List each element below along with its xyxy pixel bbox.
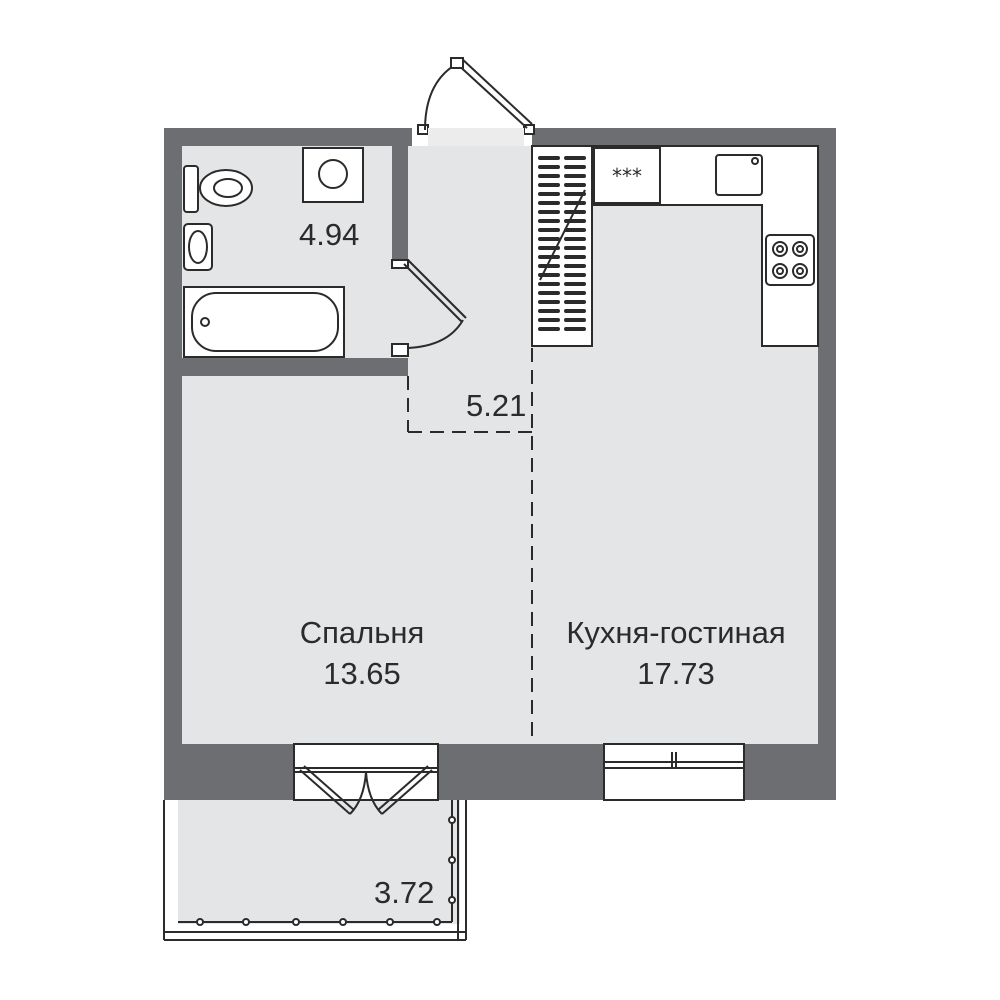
kitchen-counter: *** [591,145,819,347]
entrance-door-icon [417,57,535,135]
walls [164,128,836,800]
balcony-floor [178,800,460,924]
wall-bath-bottom [182,358,408,376]
railing-post [433,918,441,926]
radiator-icon [531,145,593,347]
railing-post [448,896,456,904]
railing-post [292,918,300,926]
wall-bath-inner [392,146,408,260]
wall-top-right [532,128,836,146]
oven-icon: *** [593,147,661,204]
wall-right [818,128,836,800]
railing-post [448,856,456,864]
balcony-railing [163,800,467,941]
railing-post [242,918,250,926]
balcony-area: 3.72 [374,875,435,910]
window-icon [603,743,745,801]
kitchen-living-name: Кухня-гостиная [566,615,786,650]
sink-icon [183,223,213,271]
kitchen-sink-icon [715,154,763,196]
wall-bottom-2 [438,744,604,800]
wall-bottom-1 [164,744,294,800]
railing-post [196,918,204,926]
toilet-icon [183,165,253,213]
wall-top-left [164,128,412,146]
bedroom-floor [182,376,532,744]
bathroom-fixtures [183,147,364,358]
washing-machine-icon [302,147,364,203]
bathroom-area: 4.94 [299,217,360,252]
railing-post [448,816,456,824]
balcony-door-icon [293,743,439,815]
kitchen-living-area: 17.73 [637,656,715,691]
hallway-boundary [407,348,533,744]
wall-bottom-3 [744,744,836,800]
bedroom-name: Спальня [299,615,425,650]
floors [178,146,818,924]
railing-post [386,918,394,926]
wall-left [164,128,182,800]
bathroom-door-icon [391,259,467,357]
bedroom-area: 13.65 [323,656,401,691]
svg-text:***: *** [612,164,642,188]
railing-post [339,918,347,926]
bathtub-icon [183,286,345,358]
hallway-area: 5.21 [466,388,527,423]
entrance-threshold [428,128,524,146]
stove-icon [765,234,815,286]
